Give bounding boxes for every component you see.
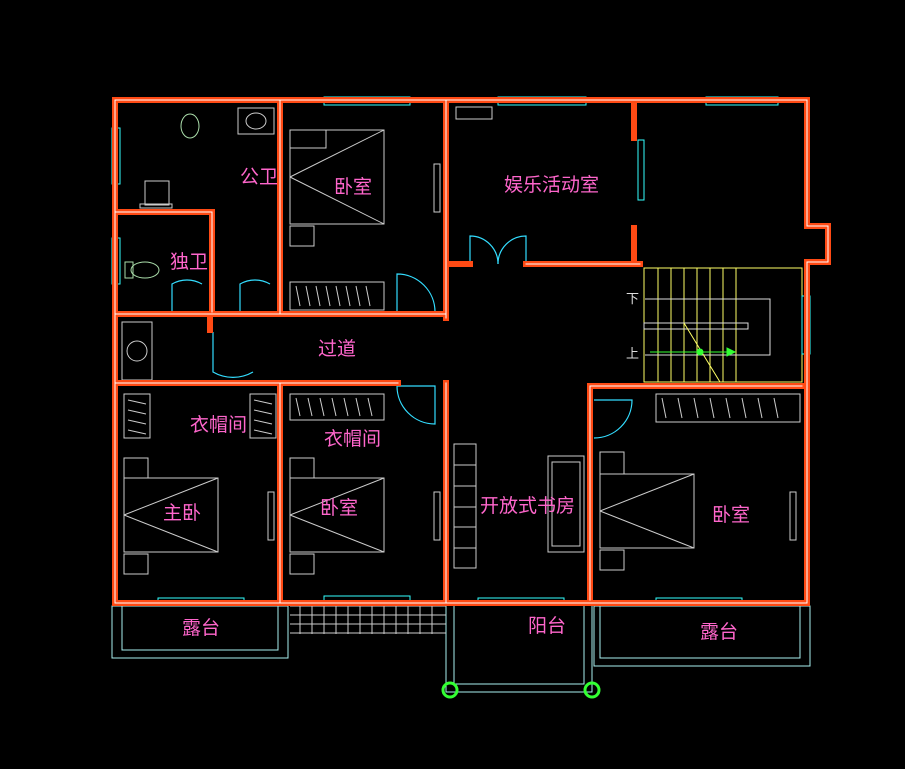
doors [171,235,633,439]
label-wardrobe-mid: 衣帽间 [324,428,381,450]
windows [111,96,811,605]
stair-down-label: 下 [626,292,639,307]
label-terrace-left: 露台 [182,617,220,639]
walls [112,97,831,606]
column-left [441,681,459,699]
label-bedroom-right: 卧室 [712,504,750,526]
label-terrace-right: 露台 [700,621,738,643]
label-study: 开放式书房 [480,495,575,517]
label-bedroom-mid: 卧室 [320,497,358,519]
staircase [643,267,803,383]
furniture [121,106,801,575]
label-bedroom-top: 卧室 [334,176,372,198]
label-public-bath: 公卫 [240,166,278,188]
label-wardrobe-left: 衣帽间 [190,414,247,436]
label-private-bath: 独卫 [170,251,208,273]
label-entertainment: 娱乐活动室 [504,174,599,196]
label-balcony: 阳台 [528,615,566,637]
label-master-bedroom: 主卧 [163,502,201,524]
label-corridor: 过道 [318,338,356,360]
column-right [583,681,601,699]
step-hatch [290,605,446,634]
hanger-hatch [127,285,779,435]
stair-up-label: 上 [626,347,639,362]
